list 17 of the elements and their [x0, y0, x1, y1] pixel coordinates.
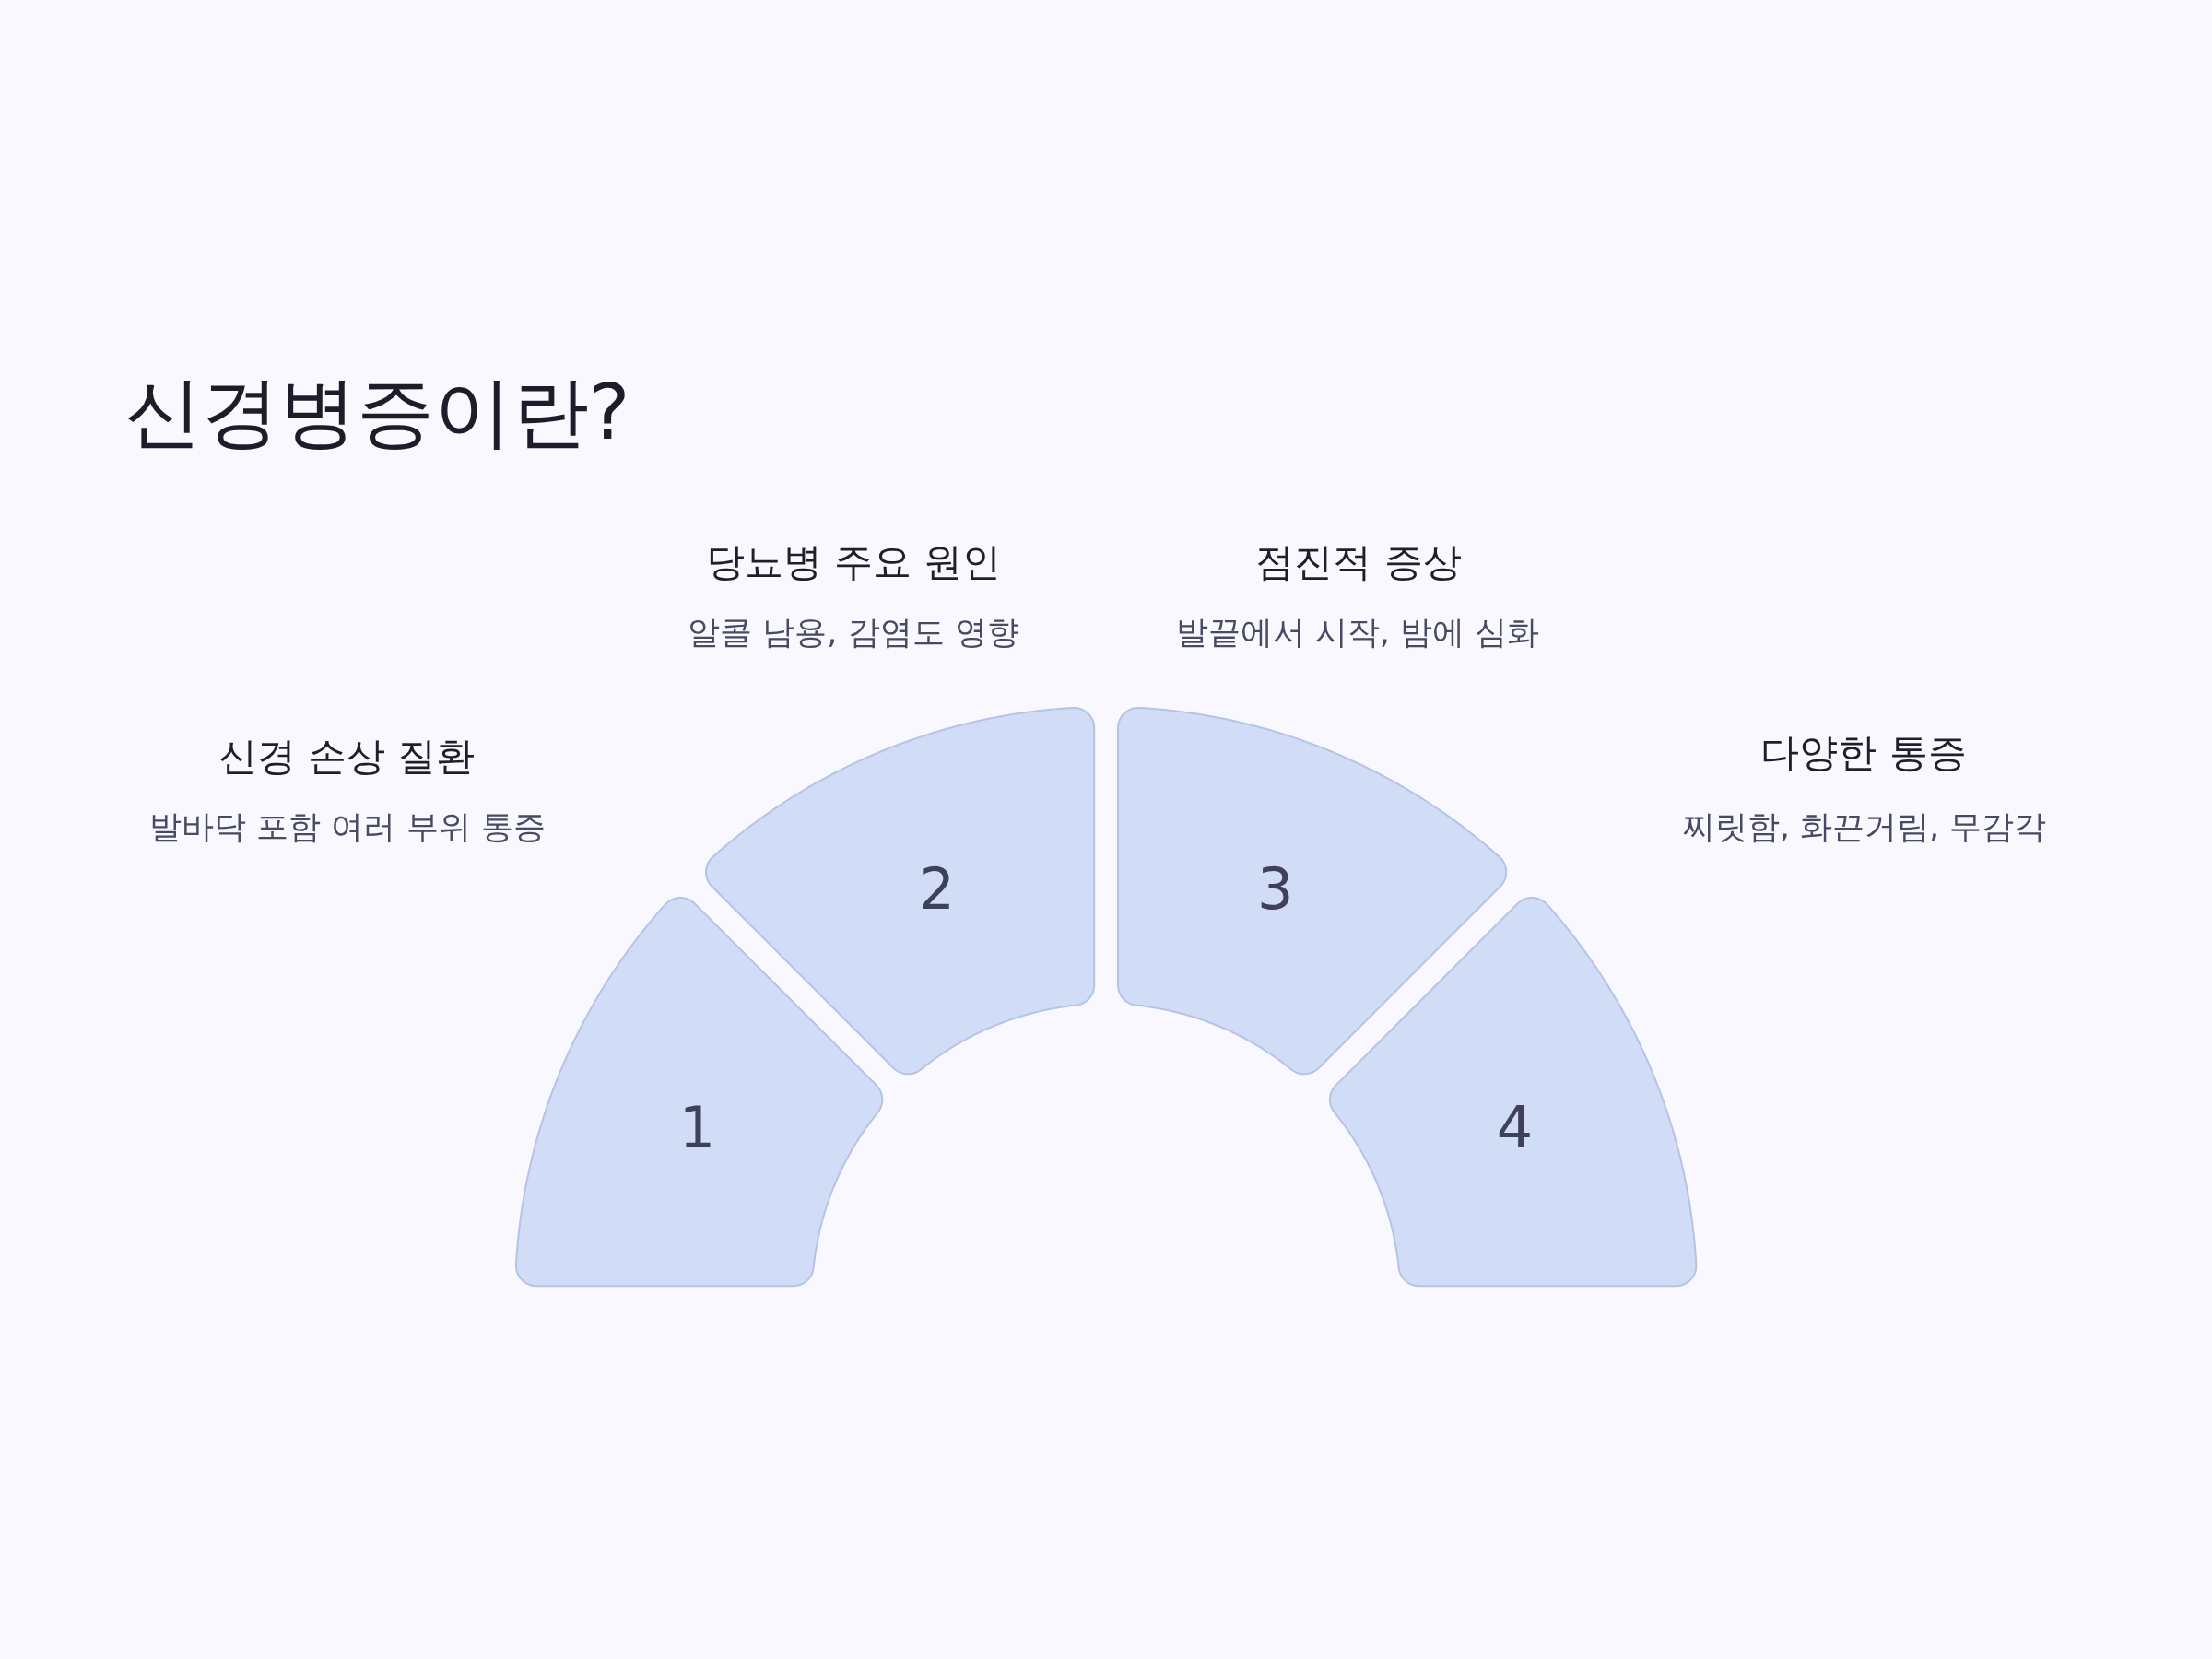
step-heading: 다양한 통증: [1760, 730, 1967, 776]
ring-segment: [1327, 895, 1698, 1288]
step-heading: 점진적 증상: [1255, 539, 1462, 585]
step-description: 발끝에서 시작, 밤에 심화: [1175, 613, 1540, 652]
step-number: 4: [1496, 1100, 1534, 1158]
step-heading: 당뇨병 주요 원인: [705, 539, 1002, 585]
ring-segment: [1116, 706, 1509, 1077]
ring-segment: [703, 706, 1096, 1077]
step-number: 1: [678, 1100, 716, 1158]
ring-segment: [514, 895, 885, 1288]
step-number: 2: [918, 860, 955, 918]
title: 신경병증이란?: [124, 367, 630, 457]
step-number: 3: [1256, 860, 1294, 918]
step-description: 알콜 남용, 감염도 영향: [688, 613, 1019, 652]
step-heading: 신경 손상 질환: [218, 734, 476, 780]
step-description: 발바닥 포함 여러 부위 통증: [149, 807, 546, 846]
step-description: 찌릿함, 화끈거림, 무감각: [1682, 807, 2047, 846]
